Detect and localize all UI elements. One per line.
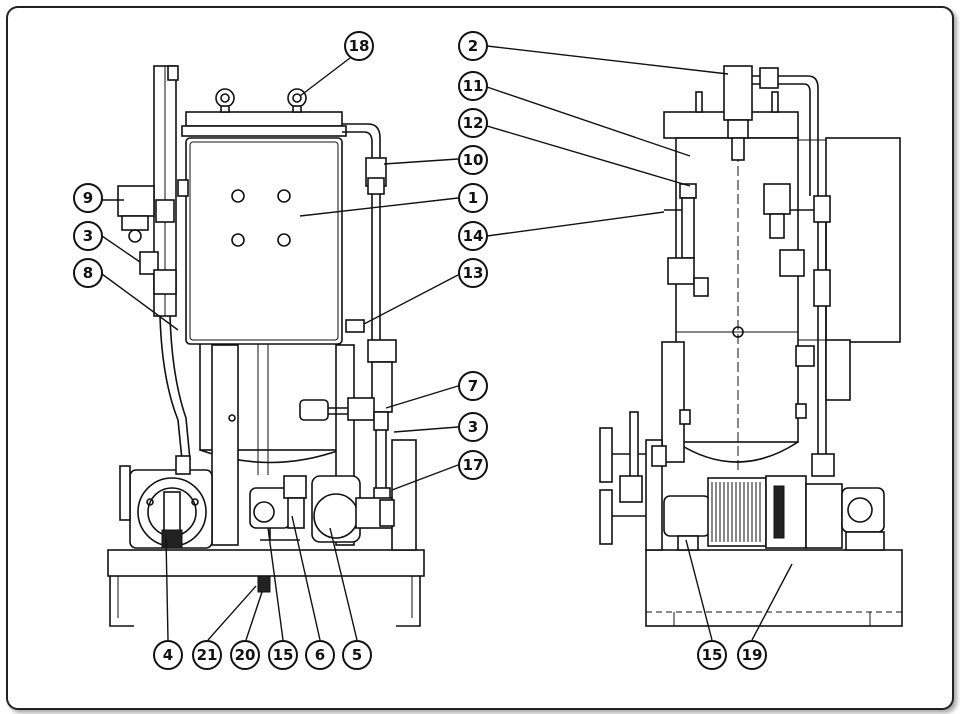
svg-text:19: 19 <box>742 646 763 664</box>
sight-glass <box>681 197 695 259</box>
motor-coupling <box>765 475 807 549</box>
callout-8: 8 <box>73 258 103 288</box>
callout-20: 20 <box>230 640 260 670</box>
vent-line <box>752 75 819 196</box>
callout-4: 4 <box>153 640 183 670</box>
callout-7: 7 <box>458 371 488 401</box>
callout-3-lower: 3 <box>458 412 488 442</box>
left-base-skid <box>107 549 425 577</box>
right-valve <box>663 495 711 537</box>
callout-19: 19 <box>737 640 767 670</box>
svg-text:8: 8 <box>83 264 93 282</box>
svg-text:20: 20 <box>235 646 256 664</box>
svg-text:6: 6 <box>315 646 325 664</box>
solenoid-valve <box>117 185 155 217</box>
side-box <box>825 137 901 343</box>
drain-plug <box>257 575 271 593</box>
svg-text:18: 18 <box>349 37 370 55</box>
svg-text:15: 15 <box>702 646 723 664</box>
left-top-cap <box>185 111 343 127</box>
right-view <box>599 65 903 627</box>
callout-10: 10 <box>458 145 488 175</box>
right-base-skid <box>645 549 903 627</box>
panel-indicator <box>277 233 291 247</box>
svg-text:13: 13 <box>463 264 484 282</box>
motor-fins <box>707 477 767 547</box>
panel-indicator <box>231 233 245 247</box>
left-frame-upright <box>211 344 239 546</box>
leader-lines <box>101 45 793 641</box>
left-view <box>107 65 425 627</box>
callout-18: 18 <box>344 31 374 61</box>
svg-text:9: 9 <box>83 189 93 207</box>
callout-15-left: 15 <box>268 640 298 670</box>
panel-indicator <box>231 189 245 203</box>
separator-column <box>371 361 393 413</box>
svg-text:2: 2 <box>468 37 478 55</box>
svg-text:14: 14 <box>463 227 484 245</box>
svg-text:12: 12 <box>463 114 484 132</box>
callout-13: 13 <box>458 258 488 288</box>
callout-2: 2 <box>458 31 488 61</box>
callout-17: 17 <box>458 450 488 480</box>
left-base-feet <box>109 576 421 627</box>
right-pipe <box>342 123 381 340</box>
eye-bolt <box>215 88 235 113</box>
callout-5: 5 <box>342 640 372 670</box>
control-panel <box>185 137 343 345</box>
callout-1: 1 <box>458 183 488 213</box>
svg-text:11: 11 <box>463 77 484 95</box>
callout-11: 11 <box>458 71 488 101</box>
callout-6: 6 <box>305 640 335 670</box>
svg-text:21: 21 <box>197 646 218 664</box>
svg-text:10: 10 <box>463 151 484 169</box>
callout-15-right: 15 <box>697 640 727 670</box>
eye-bolt <box>287 88 307 113</box>
callout-3-upper: 3 <box>73 221 103 251</box>
callout-9: 9 <box>73 183 103 213</box>
svg-text:5: 5 <box>352 646 362 664</box>
pump-body <box>311 475 361 543</box>
callout-14: 14 <box>458 221 488 251</box>
sensor-head <box>723 65 753 121</box>
svg-text:15: 15 <box>273 646 294 664</box>
panel-indicator <box>277 189 291 203</box>
svg-text:4: 4 <box>163 646 173 664</box>
left-drain-hose <box>159 315 191 461</box>
svg-text:7: 7 <box>468 377 478 395</box>
svg-text:3: 3 <box>83 227 93 245</box>
svg-text:1: 1 <box>468 189 478 207</box>
solenoid-valve-right <box>763 183 791 215</box>
callout-21: 21 <box>192 640 222 670</box>
svg-text:17: 17 <box>463 456 484 474</box>
svg-text:3: 3 <box>468 418 478 436</box>
pressure-valve <box>299 399 329 421</box>
callout-12: 12 <box>458 108 488 138</box>
